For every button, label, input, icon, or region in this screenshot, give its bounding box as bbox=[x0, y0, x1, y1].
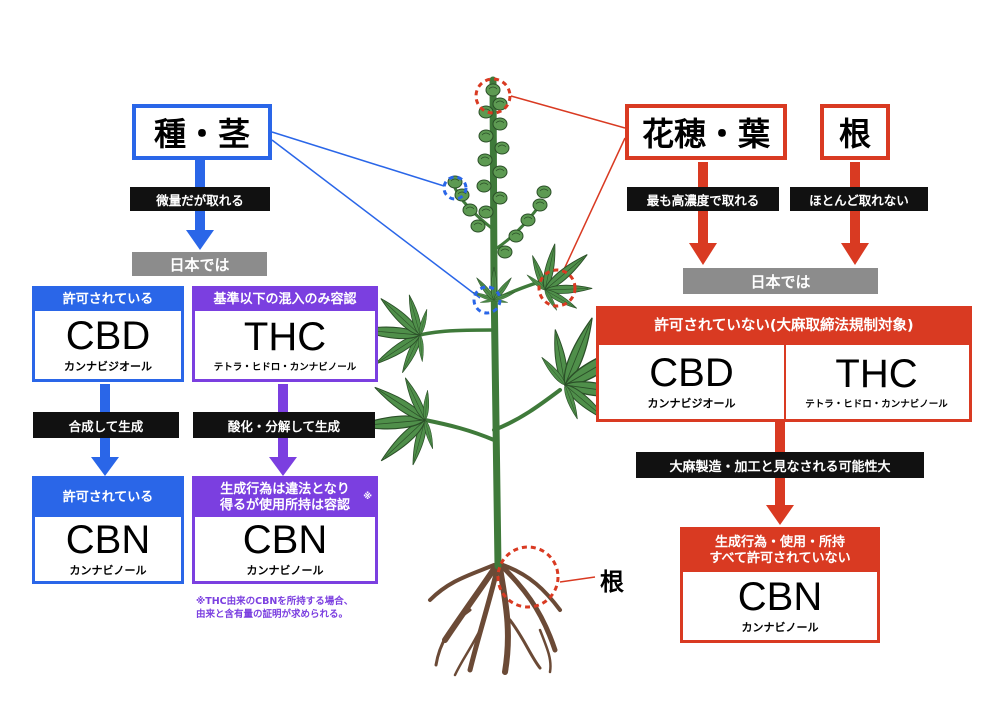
root-label: 根 bbox=[600, 568, 624, 596]
not-permitted-status: 許可されていない(大麻取締法規制対象) bbox=[599, 309, 969, 345]
right-cbn-box: 生成行為・使用・所持 すべて許可されていない CBN カンナビノール bbox=[680, 527, 880, 643]
root-title: 根 bbox=[820, 104, 890, 160]
red-connector-lines bbox=[510, 95, 626, 583]
blue-connector-lines bbox=[271, 131, 481, 299]
right-cbn-status-line1: 生成行為・使用・所持 bbox=[714, 535, 845, 551]
flower-highlight-circle bbox=[474, 77, 512, 115]
highlight-circles bbox=[442, 77, 577, 609]
manufacturing-possibility-label: 大麻製造・加工と見なされる可能性大 bbox=[636, 452, 924, 478]
left-in-japan-bar: 日本では bbox=[132, 252, 267, 276]
left-thc-sub: テトラ・ヒドロ・カンナビノール bbox=[213, 362, 357, 373]
left-cbd-name: CBD bbox=[65, 314, 151, 358]
footnote-line1: ※THC由来のCBNを所持する場合、 bbox=[196, 596, 354, 607]
right-in-japan-bar: 日本では bbox=[683, 268, 878, 294]
right-cbn-status-line2: すべて許可されていない bbox=[709, 551, 851, 566]
left-thc-box: 基準以下の混入のみ容認 THC テトラ・ヒドロ・カンナビノール bbox=[192, 286, 378, 382]
right-cbd-cell: CBD カンナビジオール bbox=[599, 345, 784, 419]
seed-stem-yield-label: 微量だが取れる bbox=[130, 187, 270, 211]
not-permitted-box: 許可されていない(大麻取締法規制対象) CBD カンナビジオール THC テトラ… bbox=[596, 306, 972, 422]
left-cbn-purple-name: CBN bbox=[242, 518, 328, 562]
root-yield-label: ほとんど取れない bbox=[790, 187, 928, 211]
left-cbn-purple-status-line2: 得るが使用所持は容認 bbox=[219, 498, 350, 513]
left-cbn-blue-name: CBN bbox=[65, 518, 151, 562]
synthesize-label: 合成して生成 bbox=[33, 412, 179, 438]
flower-yield-label: 最も高濃度で取れる bbox=[627, 187, 779, 211]
left-cbn-blue-box: 許可されている CBN カンナビノール bbox=[32, 476, 184, 584]
left-cbd-sub: カンナビジオール bbox=[64, 360, 152, 373]
stem-highlight-circle bbox=[472, 285, 502, 315]
oxidize-decompose-label: 酸化・分解して生成 bbox=[193, 412, 375, 438]
right-cbn-name: CBN bbox=[737, 575, 823, 619]
footnote: ※THC由来のCBNを所持する場合、 由来と含有量の証明が求められる。 bbox=[196, 596, 396, 622]
leaf-highlight-circle bbox=[537, 268, 577, 308]
right-thc-sub: テトラ・ヒドロ・カンナビノール bbox=[805, 399, 948, 410]
seed-stem-title: 種・茎 bbox=[132, 104, 272, 160]
right-thc-name: THC bbox=[835, 352, 918, 396]
left-cbd-status: 許可されている bbox=[35, 289, 181, 311]
left-cbn-blue-sub: カンナビノール bbox=[69, 564, 147, 577]
left-thc-name: THC bbox=[243, 315, 327, 359]
root-highlight-circle bbox=[496, 545, 560, 609]
cbd-thc-divider bbox=[784, 345, 786, 419]
roots bbox=[428, 563, 562, 677]
left-cbn-purple-note-mark: ※ bbox=[363, 492, 372, 502]
seed-highlight-circle bbox=[442, 175, 468, 201]
left-cbn-purple-box: 生成行為は違法となり 得るが使用所持は容認 ※ CBN カンナビノール bbox=[192, 476, 378, 584]
flower-leaf-title: 花穂・葉 bbox=[625, 104, 787, 160]
footnote-line2: 由来と含有量の証明が求められる。 bbox=[196, 608, 349, 620]
right-cbn-status: 生成行為・使用・所持 すべて許可されていない bbox=[683, 530, 877, 572]
left-cbn-purple-status: 生成行為は違法となり 得るが使用所持は容認 ※ bbox=[195, 479, 375, 517]
right-cbd-sub: カンナビジオール bbox=[647, 397, 736, 410]
right-cbd-name: CBD bbox=[649, 351, 734, 395]
left-cbd-box: 許可されている CBD カンナビジオール bbox=[32, 286, 184, 382]
right-cbn-sub: カンナビノール bbox=[741, 621, 819, 634]
right-thc-cell: THC テトラ・ヒドロ・カンナビノール bbox=[784, 345, 969, 419]
left-thc-status: 基準以下の混入のみ容認 bbox=[195, 289, 375, 311]
left-cbn-blue-status: 許可されている bbox=[35, 479, 181, 517]
left-cbn-purple-sub: カンナビノール bbox=[246, 564, 324, 577]
left-cbn-purple-status-line1: 生成行為は違法となり bbox=[220, 482, 350, 498]
